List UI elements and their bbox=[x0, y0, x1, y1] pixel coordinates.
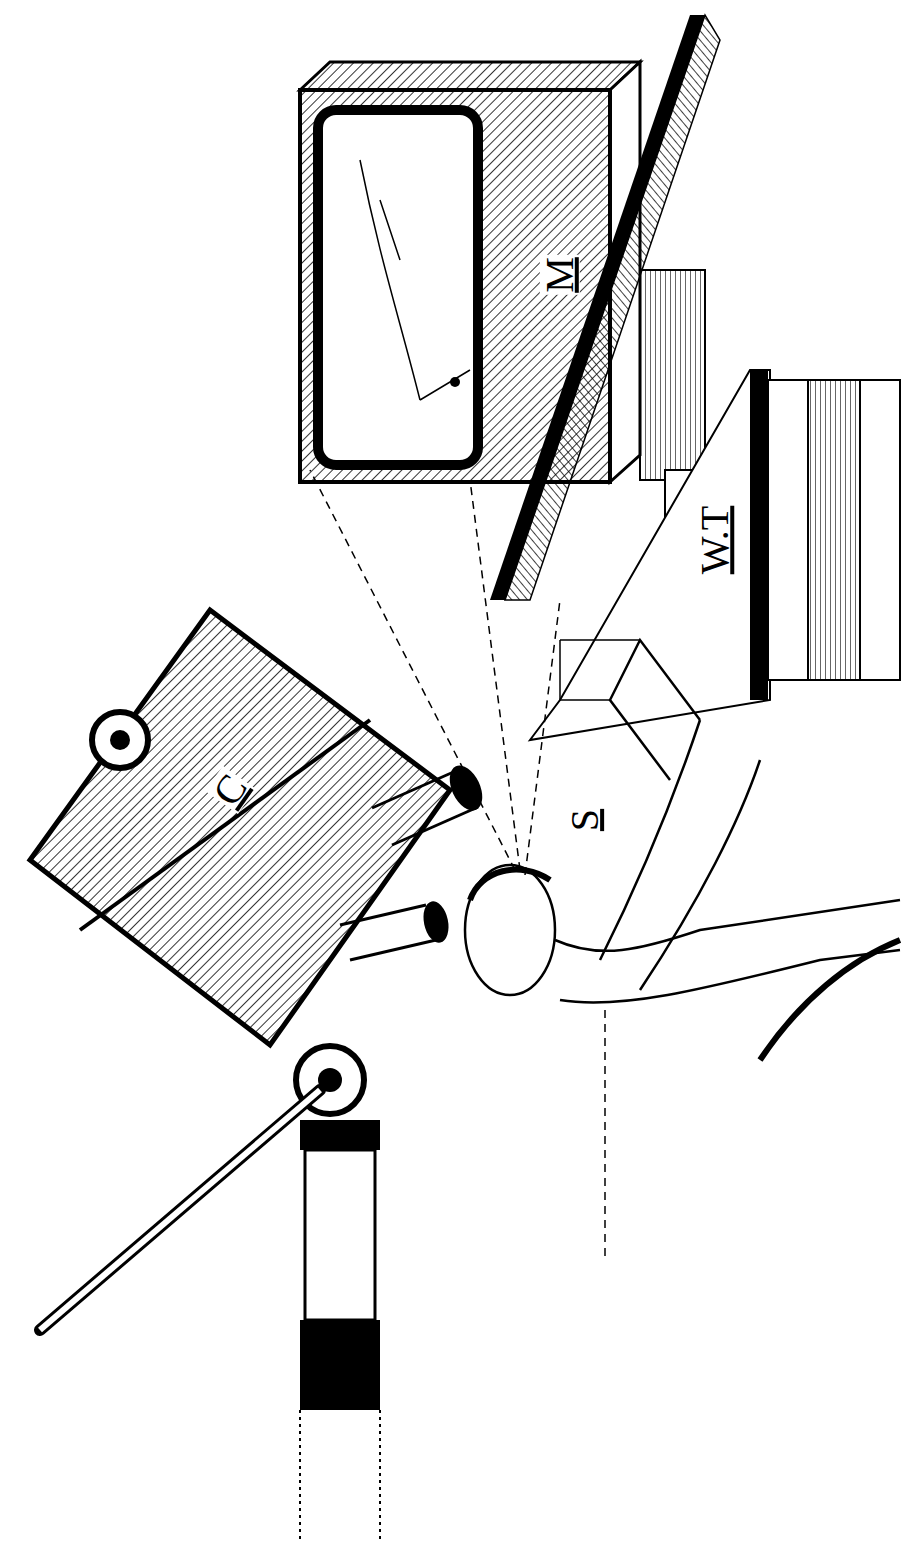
part-label: M bbox=[540, 255, 580, 295]
camera bbox=[30, 610, 489, 1540]
observer bbox=[465, 640, 900, 1060]
part-label: S bbox=[565, 807, 605, 833]
part-label: C bbox=[205, 766, 255, 814]
part-label: W.T bbox=[695, 504, 735, 577]
work-table bbox=[530, 370, 900, 740]
